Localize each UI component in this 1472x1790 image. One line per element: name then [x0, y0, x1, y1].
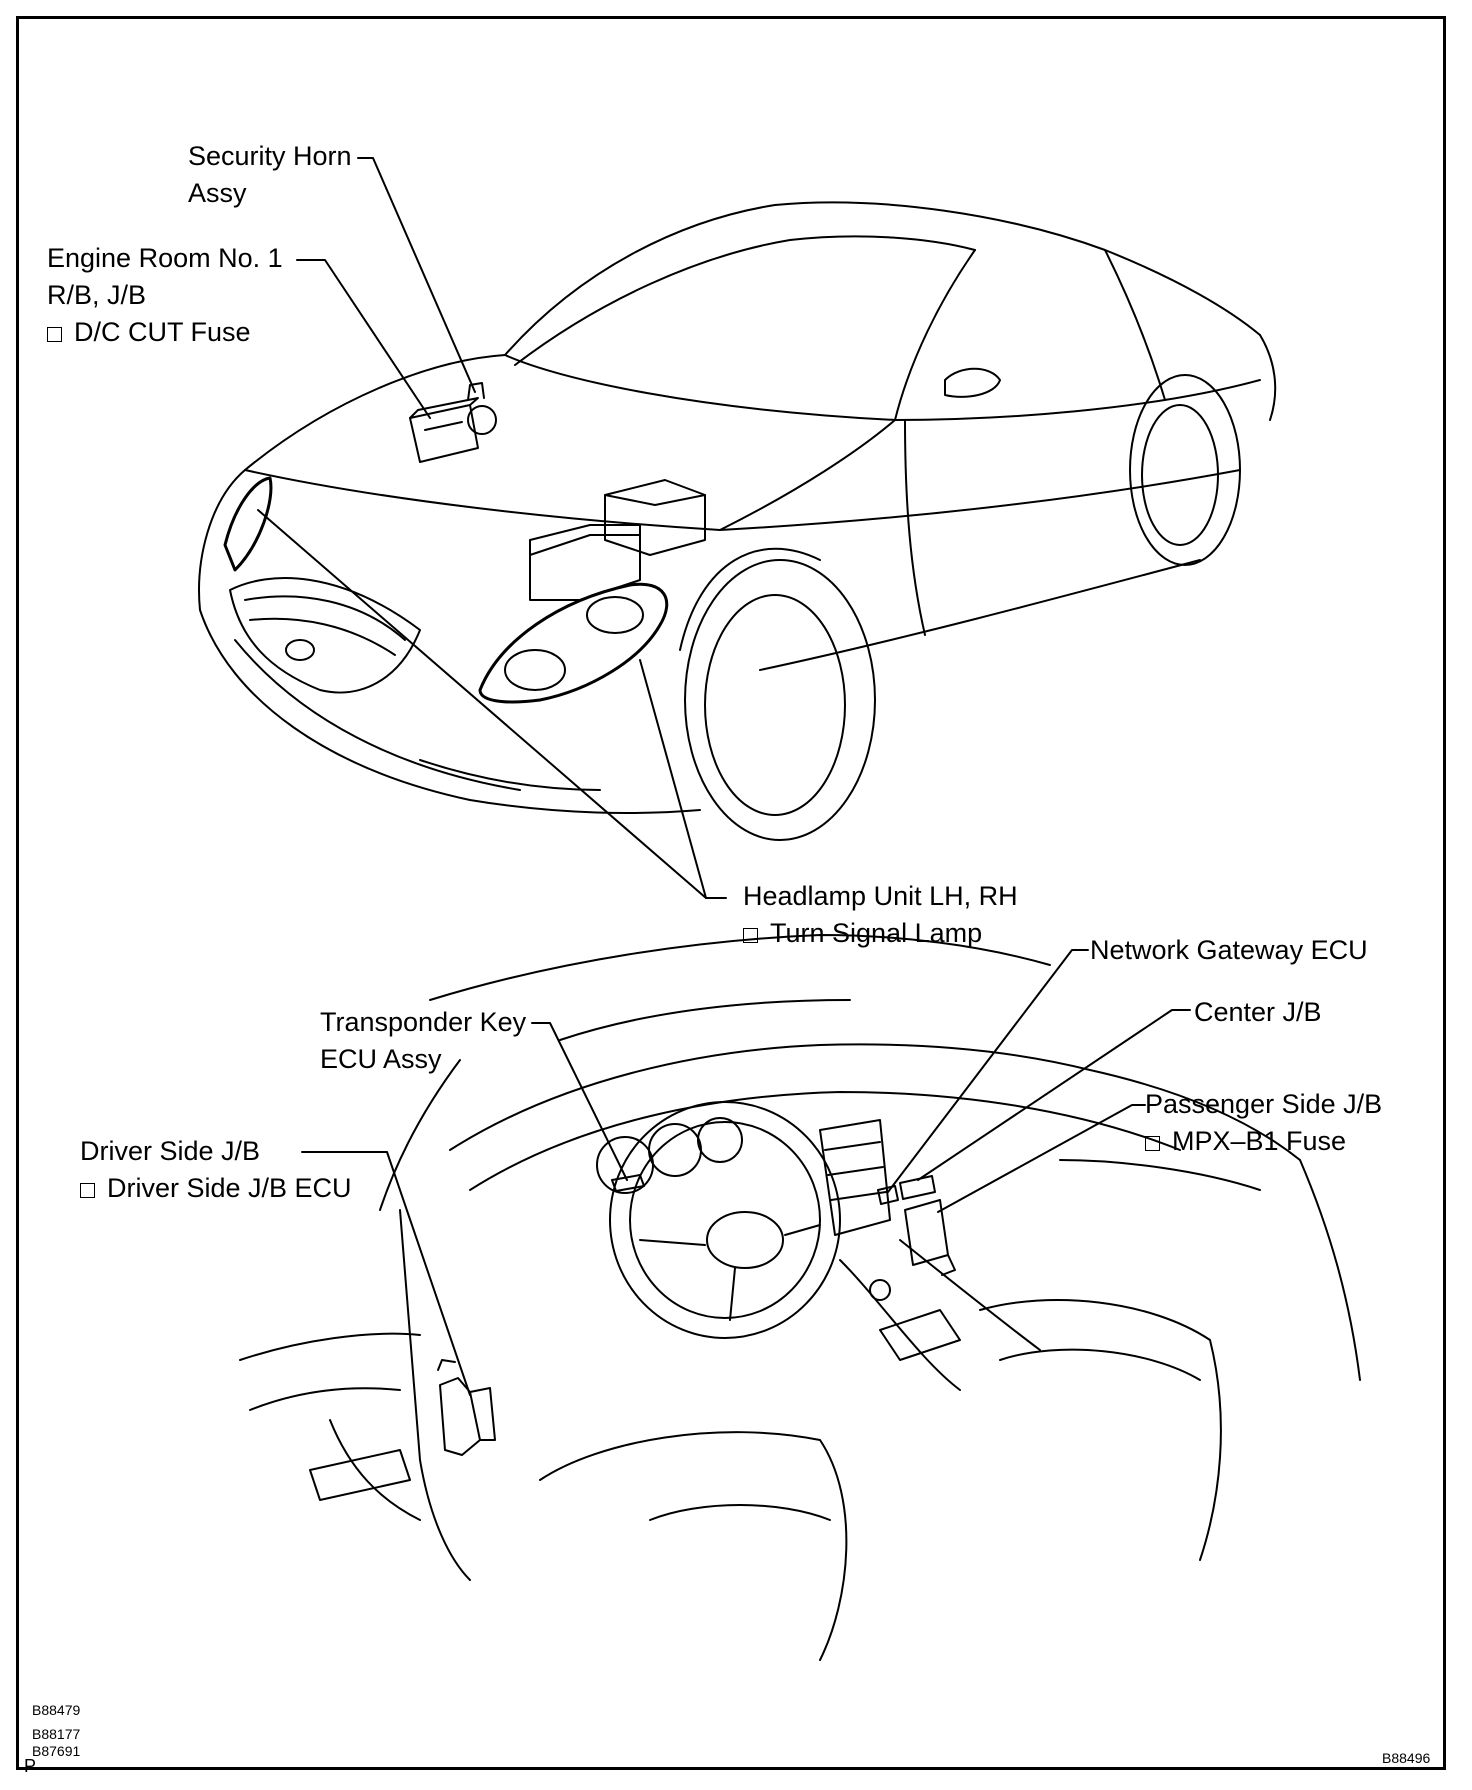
callout-headlamp-unit: Headlamp Unit LH, RH Turn Signal Lamp — [743, 878, 1018, 952]
callout-line: ECU Assy — [320, 1044, 442, 1074]
callout-subitem: D/C CUT Fuse — [74, 317, 251, 347]
car-interior-drawing — [239, 934, 1361, 1661]
callout-subitem: Turn Signal Lamp — [770, 918, 983, 948]
checkbox-square-icon — [80, 1183, 95, 1198]
figure-frame — [16, 16, 1446, 1770]
car-exterior-drawing — [198, 201, 1277, 841]
callout-line: Engine Room No. 1 — [47, 243, 283, 273]
callout-line: MPX–B1 Fuse — [1145, 1123, 1382, 1160]
callout-passenger-side-jb: Passenger Side J/B MPX–B1 Fuse — [1145, 1086, 1382, 1160]
callout-line: Security Horn — [188, 141, 352, 171]
checkbox-square-icon — [743, 928, 758, 943]
callout-line: Network Gateway ECU — [1090, 935, 1368, 965]
callout-line: Center J/B — [1194, 997, 1322, 1027]
checkbox-square-icon — [1145, 1136, 1160, 1151]
callout-subitem: MPX–B1 Fuse — [1172, 1126, 1347, 1156]
callout-line: D/C CUT Fuse — [47, 314, 283, 351]
figure-code-left-2: B88177 — [32, 1726, 81, 1742]
callout-center-jb: Center J/B — [1194, 994, 1322, 1031]
page-letter: P — [24, 1756, 37, 1776]
figure-code-left-1: B88479 — [32, 1702, 81, 1718]
callout-network-gateway-ecu: Network Gateway ECU — [1090, 932, 1368, 969]
checkbox-square-icon — [47, 327, 62, 342]
callout-line: Transponder Key — [320, 1007, 527, 1037]
leader-lines — [257, 157, 1191, 1396]
callout-driver-side-jb: Driver Side J/B Driver Side J/B ECU — [80, 1133, 352, 1207]
figure-code-right: B88496 — [1382, 1750, 1431, 1766]
callout-line: R/B, J/B — [47, 280, 147, 310]
figure-code-left-3: B87691 — [32, 1743, 81, 1759]
callout-line: Driver Side J/B ECU — [80, 1170, 352, 1207]
callout-line: Passenger Side J/B — [1145, 1089, 1383, 1119]
callout-engine-room-rb-jb: Engine Room No. 1 R/B, J/B D/C CUT Fuse — [47, 240, 283, 351]
callout-line: Driver Side J/B — [80, 1136, 261, 1166]
callout-security-horn-assy: Security Horn Assy — [188, 138, 352, 212]
callout-line: Assy — [188, 178, 247, 208]
callout-subitem: Driver Side J/B ECU — [107, 1173, 352, 1203]
callout-transponder-key-ecu: Transponder Key ECU Assy — [320, 1004, 526, 1078]
callout-line: Turn Signal Lamp — [743, 915, 1018, 952]
callout-line: Headlamp Unit LH, RH — [743, 881, 1018, 911]
